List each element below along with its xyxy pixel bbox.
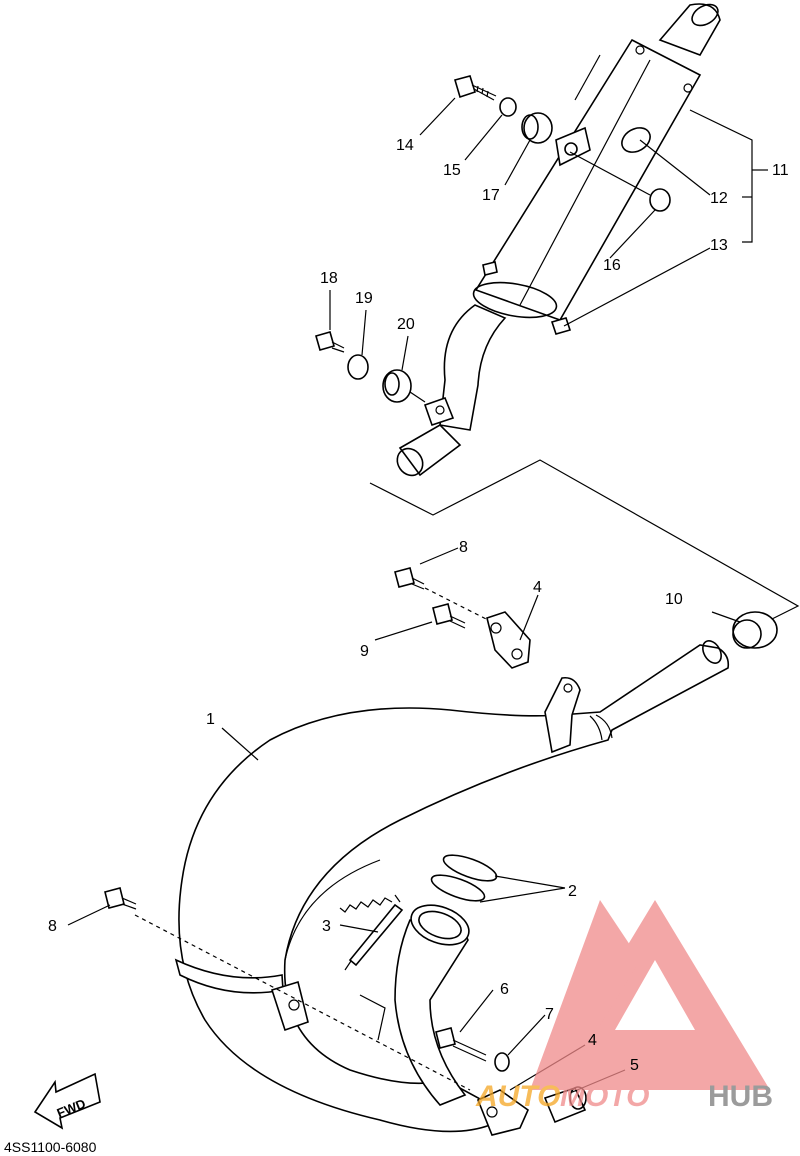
label-part-7: 7 — [545, 1006, 554, 1023]
label-part-14: 14 — [396, 137, 414, 154]
watermark-text-auto: AUTO — [475, 1080, 560, 1113]
label-part-11: 11 — [772, 162, 789, 179]
label-part-5: 5 — [630, 1057, 639, 1074]
reference-frame — [369, 459, 800, 621]
label-part-8-top: 8 — [459, 539, 468, 556]
label-part-6: 6 — [500, 981, 509, 998]
silencer-assembly — [396, 3, 721, 477]
label-part-13: 13 — [710, 237, 728, 254]
label-part-9: 9 — [360, 643, 369, 660]
label-part-8-left: 8 — [48, 918, 57, 935]
label-part-16: 16 — [603, 257, 621, 274]
expansion-chamber — [134, 640, 730, 1133]
diagram-code: 4SS1100-6080 — [4, 1139, 97, 1155]
fwd-arrow: FWD — [33, 1072, 101, 1130]
watermark-text-moto: MOTO — [560, 1080, 649, 1113]
leader-lines-top — [329, 97, 768, 371]
label-part-17: 17 — [482, 187, 500, 204]
label-part-12: 12 — [710, 190, 728, 207]
middle-hardware — [374, 547, 778, 669]
label-part-3: 3 — [322, 918, 331, 935]
label-part-2: 2 — [568, 883, 577, 900]
label-part-18: 18 — [320, 270, 338, 287]
watermark-logo: AUTO MOTO HUB — [475, 900, 773, 1113]
label-part-15: 15 — [443, 162, 461, 179]
label-part-20: 20 — [397, 316, 415, 333]
label-part-4-bottom: 4 — [588, 1032, 597, 1049]
label-part-1: 1 — [206, 711, 215, 728]
silencer-mount-hardware — [315, 75, 671, 403]
label-part-4-top: 4 — [533, 579, 542, 596]
watermark-text-hub: HUB — [708, 1080, 773, 1113]
label-part-19: 19 — [355, 290, 373, 307]
label-part-10: 10 — [665, 591, 683, 608]
